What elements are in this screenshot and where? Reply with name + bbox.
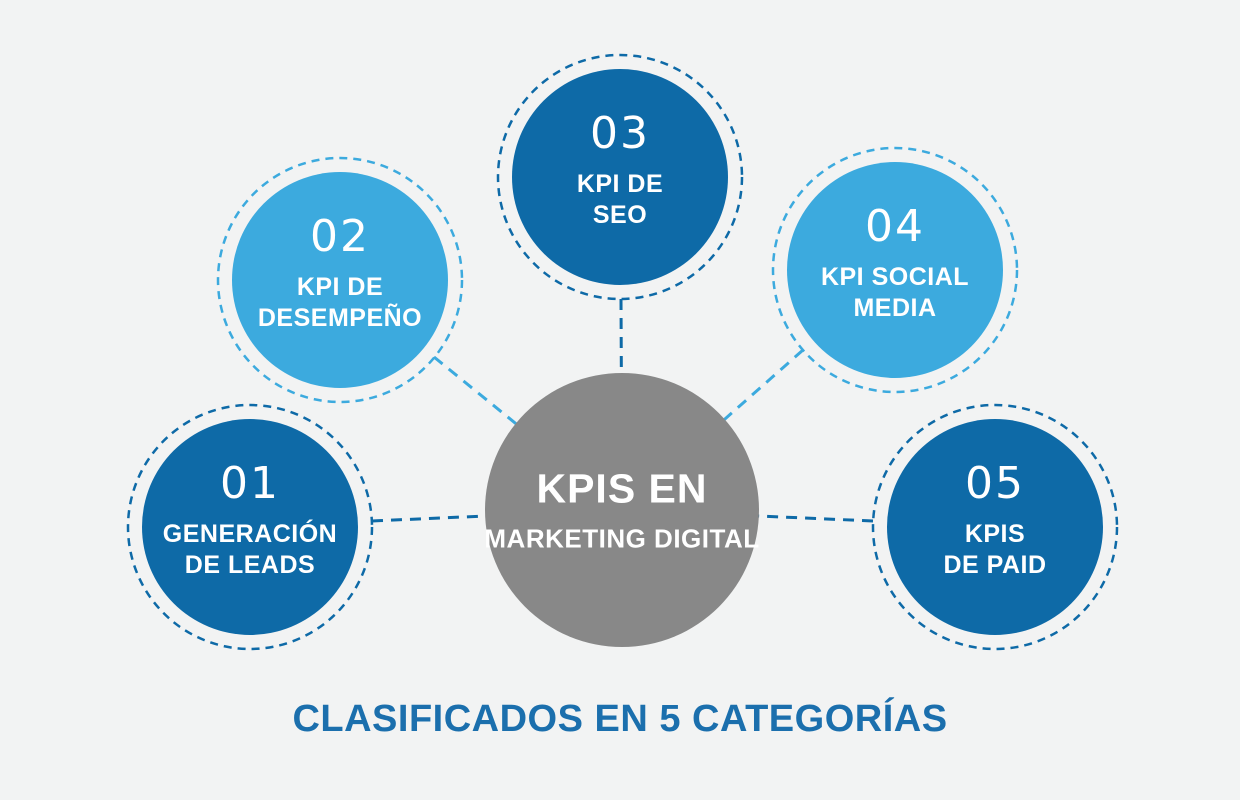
category-circle-01: [142, 419, 358, 635]
dashed-ring-02: [216, 156, 464, 404]
dashed-ring-04: [771, 146, 1019, 394]
dashed-ring-01: [126, 403, 374, 651]
category-circle-04: [787, 162, 1003, 378]
category-circle-03: [512, 69, 728, 285]
caption-text: CLASIFICADOS EN 5 CATEGORÍAS: [292, 698, 948, 740]
category-circle-05: [887, 419, 1103, 635]
dashed-ring-05: [871, 403, 1119, 651]
dashed-ring-03: [496, 53, 744, 301]
connector-line-01: [371, 508, 623, 523]
center-circle: [485, 373, 759, 647]
category-circle-02: [232, 172, 448, 388]
